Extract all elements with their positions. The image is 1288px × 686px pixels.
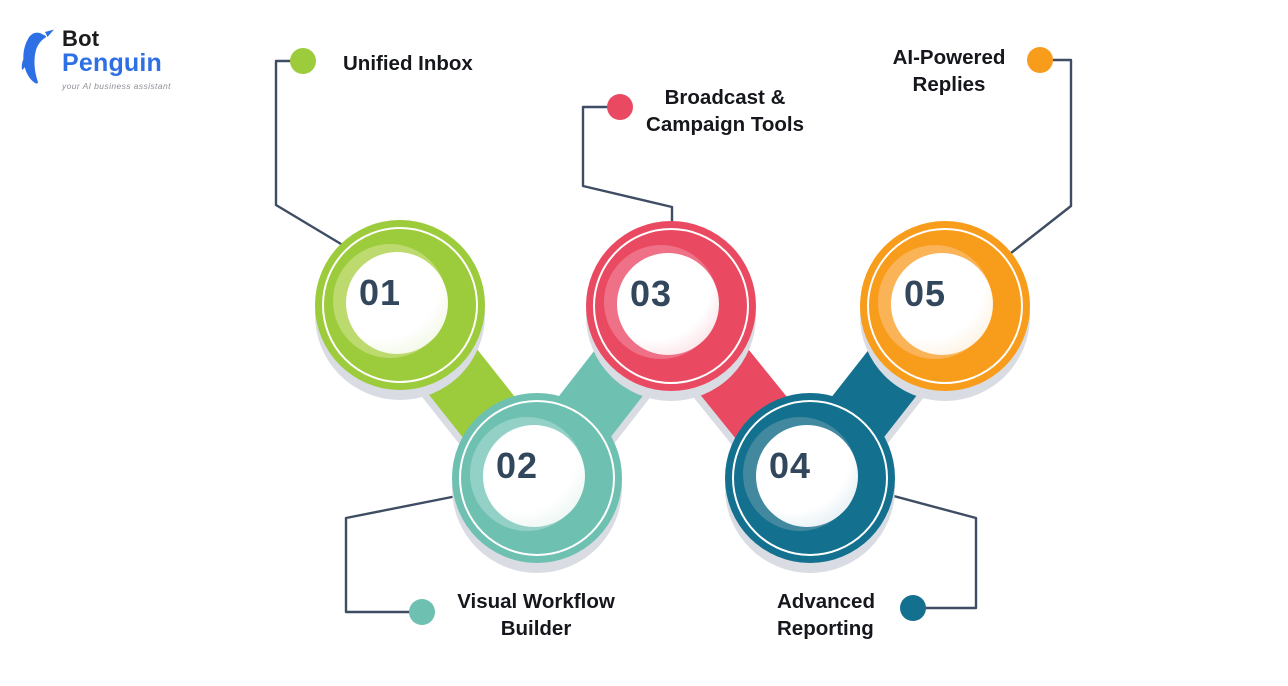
step-node-01: 01 <box>315 220 485 390</box>
label-dot-01 <box>290 48 316 74</box>
penguin-icon <box>21 29 54 84</box>
label-dot-05 <box>1027 47 1053 73</box>
inner-circle: 04 <box>756 425 858 527</box>
botpenguin-logo: Bot Penguin your AI business assistant <box>18 28 171 91</box>
step-label-line: AI-Powered <box>892 46 1006 69</box>
step-label-line: Broadcast & <box>664 86 786 109</box>
label-dot-03 <box>607 94 633 120</box>
step-label-line: Advanced <box>777 590 875 613</box>
step-label-line: Replies <box>912 73 986 96</box>
logo-penguin: Penguin <box>62 49 163 77</box>
step-label-03: Broadcast & Campaign Tools <box>646 84 804 138</box>
label-connector-line-4 <box>885 492 978 610</box>
thin-white-ring <box>459 400 615 556</box>
step-label-line: Unified Inbox <box>343 52 473 75</box>
step-node-03: 03 <box>586 221 756 391</box>
label-connector-line-3 <box>581 105 674 223</box>
inner-circle: 05 <box>891 253 993 355</box>
thin-white-ring <box>593 228 749 384</box>
logo-text: Bot Penguin your AI business assistant <box>62 28 171 91</box>
step-number: 03 <box>629 273 673 314</box>
step-node-04: 04 <box>725 393 895 563</box>
step-number: 01 <box>358 272 402 313</box>
step-number: 05 <box>903 273 947 314</box>
logo-bot: Bot <box>62 26 100 51</box>
label-connector-line-5 <box>1010 58 1073 254</box>
label-dot-04 <box>900 595 926 621</box>
thin-white-ring <box>732 400 888 556</box>
label-connector-line-2 <box>344 493 463 614</box>
label-connector-line-1 <box>274 59 347 249</box>
inner-circle: 02 <box>483 425 585 527</box>
step-label-line: Builder <box>500 617 572 640</box>
inner-circle: 03 <box>617 253 719 355</box>
step-node-05: 05 <box>860 221 1030 391</box>
step-label-line: Reporting <box>777 617 874 640</box>
label-dot-02 <box>409 599 435 625</box>
thin-white-ring <box>867 228 1023 384</box>
step-number: 02 <box>495 445 539 486</box>
logo-tagline: your AI business assistant <box>62 81 171 91</box>
inner-circle: 01 <box>346 252 448 354</box>
step-label-line: Campaign Tools <box>646 113 804 136</box>
step-label-line: Visual Workflow <box>457 590 615 613</box>
thin-white-ring <box>322 227 478 383</box>
step-number: 04 <box>768 445 812 486</box>
step-label-01: Unified Inbox <box>343 50 473 77</box>
step-node-02: 02 <box>452 393 622 563</box>
